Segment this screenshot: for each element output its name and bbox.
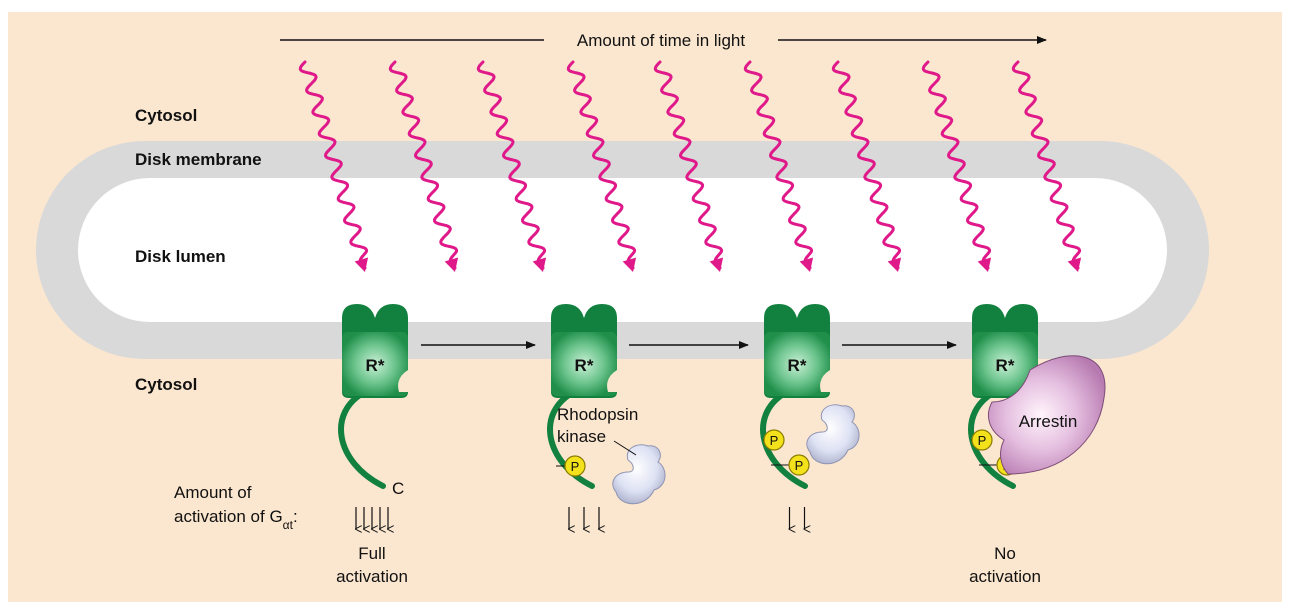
rhodopsin-kinase-stage-3 — [806, 404, 860, 465]
disk-lumen-label: Disk lumen — [135, 247, 226, 266]
arrestin — [988, 355, 1106, 475]
activation-label-line1: Amount of — [174, 483, 252, 502]
phosphate-group — [564, 455, 586, 477]
light-wave-arrowhead-8 — [977, 257, 992, 272]
light-wave-5 — [653, 60, 724, 270]
phosphate-label: P — [978, 433, 987, 448]
receptors: R*R*PR*PPR*PPC — [338, 304, 1038, 505]
rhodopsin-kinase-label: Rhodopsin — [557, 405, 638, 424]
receptor-label: R* — [575, 356, 594, 375]
phosphate-group — [788, 454, 810, 476]
receptor-notch — [820, 370, 830, 392]
activation-indicators — [356, 507, 805, 529]
stage1-caption-line2: activation — [336, 567, 408, 586]
phosphate-label: P — [571, 459, 580, 474]
light-wave-3 — [476, 60, 547, 270]
light-wave-arrowhead-7 — [887, 257, 902, 272]
receptor-label: R* — [366, 356, 385, 375]
kinase-label: kinase — [557, 427, 606, 446]
light-wave-6 — [743, 60, 814, 270]
receptor-core — [972, 332, 1038, 396]
receptor-label: R* — [996, 356, 1015, 375]
stage4-caption-line1: No — [994, 544, 1016, 563]
cytosol-bottom-label: Cytosol — [135, 375, 197, 394]
phosphate-label: P — [770, 433, 779, 448]
cytosol-top-label: Cytosol — [135, 106, 197, 125]
receptor-stage-3: R* P P — [760, 304, 830, 489]
stage4-caption-line2: activation — [969, 567, 1041, 586]
light-wave-4 — [566, 60, 637, 270]
time-axis-label: Amount of time in light — [577, 31, 745, 50]
receptor-notch — [398, 370, 408, 392]
kinase-pointer-line — [613, 440, 637, 456]
light-wave-arrowhead-3 — [532, 257, 547, 272]
receptor-core — [764, 332, 830, 396]
light-wave-8 — [921, 60, 992, 270]
activation-label-line2: activation of Gαt: — [174, 507, 298, 532]
stage1-caption-line1: Full — [358, 544, 385, 563]
light-wave-arrowhead-5 — [709, 257, 724, 272]
disk-lumen — [78, 178, 1167, 322]
receptor-notch — [607, 370, 617, 392]
phosphate-group — [971, 429, 993, 451]
light-wave-7 — [831, 60, 902, 270]
light-wave-arrowhead-1 — [354, 257, 369, 272]
light-wave-arrowhead-9 — [1067, 257, 1082, 272]
light-wave-1 — [298, 60, 369, 270]
phosphate-group — [763, 429, 785, 451]
light-wave-arrowhead-4 — [622, 257, 637, 272]
activation-subscript: αt — [283, 518, 294, 532]
receptor-stage-2: R* P — [547, 304, 617, 489]
light-wave-9 — [1011, 60, 1082, 270]
disk-membrane-label: Disk membrane — [135, 150, 262, 169]
c-terminus-label: C — [392, 479, 404, 498]
rhodopsin-kinase-stage-2 — [612, 444, 666, 505]
light-waves — [298, 60, 1082, 272]
receptor-core — [551, 332, 617, 396]
receptor-label: R* — [788, 356, 807, 375]
light-wave-arrowhead-6 — [799, 257, 814, 272]
receptor-stage-1: R* — [338, 304, 408, 489]
receptor-core — [342, 332, 408, 396]
receptor-tail — [547, 389, 595, 489]
light-wave-arrowhead-2 — [444, 257, 459, 272]
arrestin-label: Arrestin — [1019, 412, 1078, 431]
receptor-tail — [338, 389, 386, 489]
phosphate-label: P — [795, 458, 804, 473]
light-wave-2 — [388, 60, 459, 270]
